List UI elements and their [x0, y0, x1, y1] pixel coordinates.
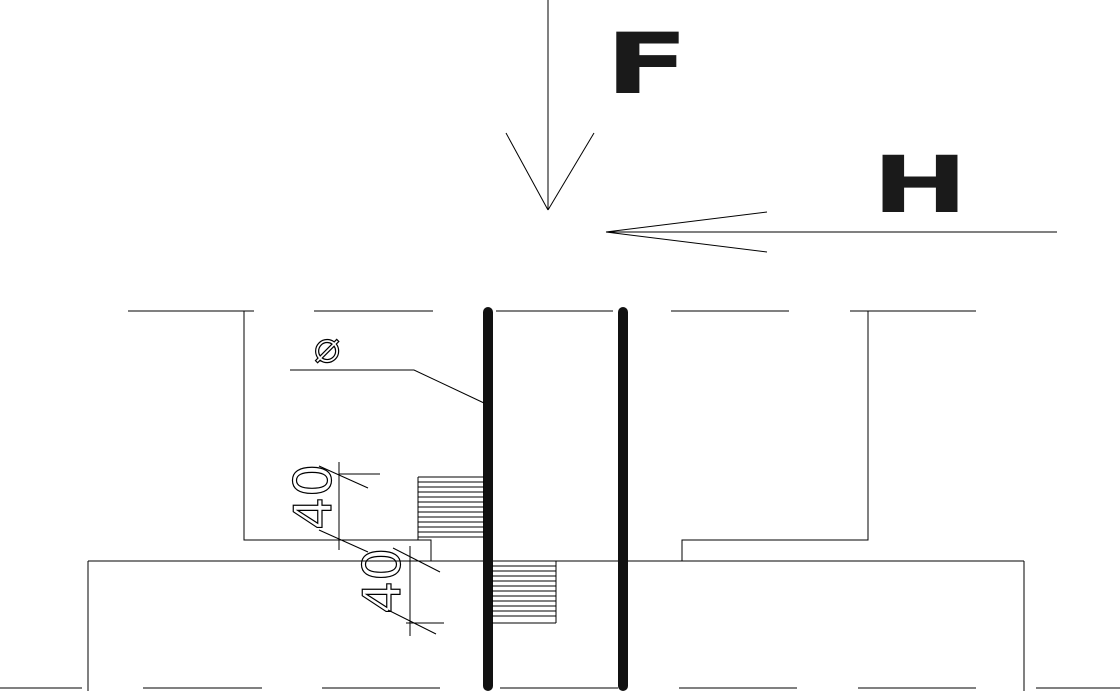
force-h-label: H: [872, 141, 968, 231]
lower-contact-hatch: [492, 561, 557, 624]
upper-dimension: [318, 462, 380, 553]
force-f-arrow: [505, 0, 595, 211]
dimension-upper-label: 40: [284, 464, 344, 530]
upper-contact-hatch: [417, 476, 484, 540]
dimension-lower-label: 40: [353, 548, 413, 614]
force-f-label: F: [605, 15, 689, 113]
lower-member-outline: [0, 560, 1120, 691]
upper-member-outline: [128, 310, 976, 561]
diameter-leader-line: [290, 369, 485, 404]
lower-dimension: [387, 546, 444, 636]
diameter-symbol: ⌀: [314, 322, 341, 373]
force-h-arrow: [605, 211, 1057, 253]
